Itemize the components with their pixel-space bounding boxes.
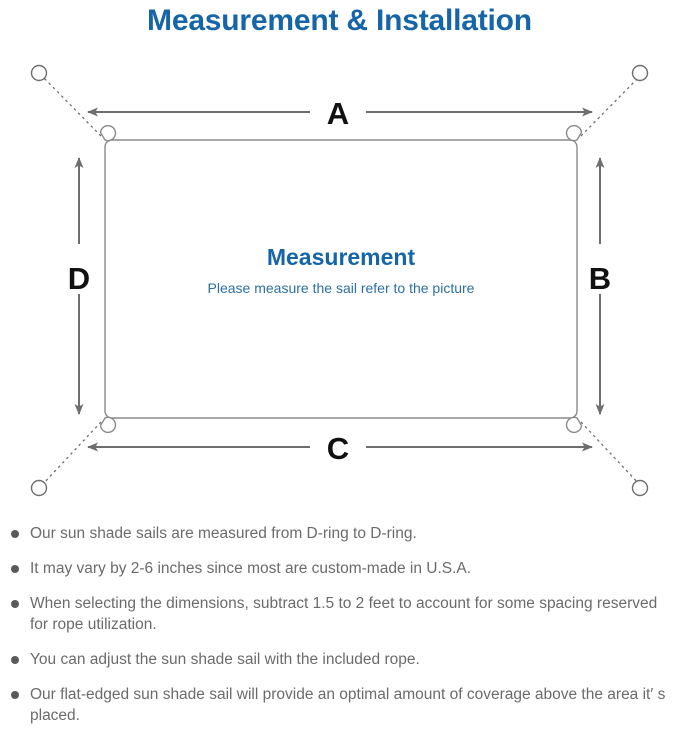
dimension-label-a: A <box>327 96 349 131</box>
note-text: Our flat-edged sun shade sail will provi… <box>30 686 666 724</box>
list-item: Our flat-edged sun shade sail will provi… <box>0 684 679 726</box>
page-title: Measurement & Installation <box>147 4 532 37</box>
sail-center-subheading: Please measure the sail refer to the pic… <box>208 280 475 296</box>
bullet-icon <box>11 600 19 608</box>
d-ring-top-right <box>565 124 583 142</box>
note-text: It may vary by 2-6 inches since most are… <box>30 560 472 577</box>
note-text: Our sun shade sails are measured from D-… <box>30 525 417 542</box>
shade-sail-measurement-diagram: A C D B Measurement Please measure the s… <box>0 48 679 518</box>
bullet-icon <box>11 656 19 664</box>
d-ring-bottom-right <box>565 416 583 434</box>
anchor-circle-top-right <box>631 64 649 82</box>
note-text: You can adjust the sun shade sail with t… <box>30 651 420 668</box>
rope-bottom-left <box>41 421 102 486</box>
list-item: When selecting the dimensions, subtract … <box>0 593 679 635</box>
dimension-label-c: C <box>327 431 349 466</box>
bullet-icon <box>11 691 19 699</box>
anchor-circle-bottom-right <box>631 479 649 497</box>
bullet-icon <box>11 565 19 573</box>
note-text: When selecting the dimensions, subtract … <box>30 595 658 633</box>
list-item: It may vary by 2-6 inches since most are… <box>0 558 679 579</box>
anchor-circle-top-left <box>30 64 48 82</box>
rope-bottom-right <box>580 421 641 486</box>
rope-top-right <box>580 75 641 137</box>
rope-top-left <box>41 75 102 137</box>
dimension-label-d: D <box>68 261 90 296</box>
anchor-circle-bottom-left <box>30 479 48 497</box>
sail-center-heading: Measurement <box>267 244 416 270</box>
bullet-icon <box>11 530 19 538</box>
list-item: You can adjust the sun shade sail with t… <box>0 649 679 670</box>
list-item: Our sun shade sails are measured from D-… <box>0 523 679 544</box>
dimension-label-b: B <box>589 261 611 296</box>
sail-body <box>104 139 578 419</box>
d-ring-bottom-left <box>99 416 117 434</box>
notes-list: Our sun shade sails are measured from D-… <box>0 523 679 740</box>
d-ring-top-left <box>99 124 117 142</box>
